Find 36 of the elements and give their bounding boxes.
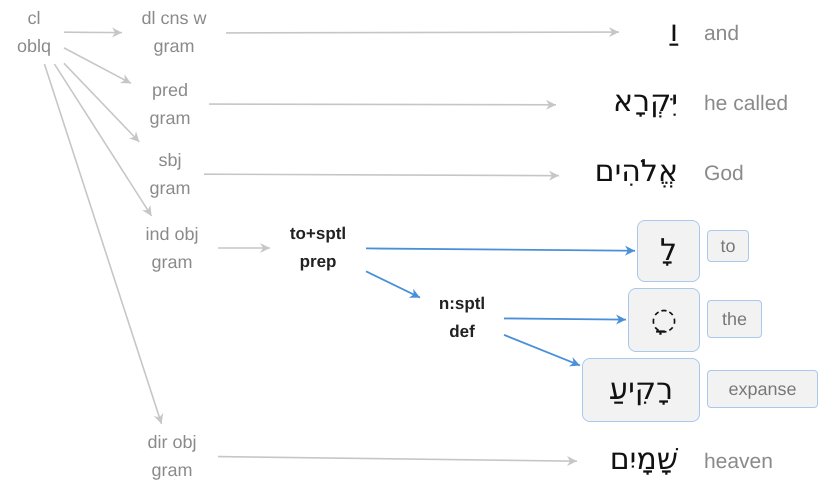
arrow [504, 314, 626, 325]
gloss-text: he called [704, 91, 788, 117]
arrow [366, 270, 420, 298]
arrow [366, 246, 635, 256]
gloss-box: expanse [707, 370, 818, 408]
arrow [218, 243, 270, 253]
arrow [63, 62, 140, 143]
grammar-label: cl oblq [16, 7, 52, 58]
grammar-label: sbj gram [148, 149, 192, 200]
grammar-label: dl cns w gram [140, 7, 208, 58]
gloss-box: the [707, 300, 762, 338]
hebrew-word-box: רָקִיעַ [582, 358, 700, 422]
hebrew-word: שָׁמָיִם [608, 441, 679, 479]
hebrew-word: יִּקְרָא [612, 83, 679, 121]
arrow [44, 64, 164, 424]
hebrew-word-box: לָ [637, 220, 700, 282]
gloss-text: and [704, 21, 740, 47]
hebrew-word: אֱלֹהִים [594, 153, 679, 191]
grammar-label: pred gram [148, 79, 192, 130]
grammar-label: ind obj gram [144, 223, 200, 274]
hebrew-word-box: ◌ָ [628, 288, 700, 352]
arrow [226, 27, 619, 38]
arrow [218, 456, 578, 466]
arrow [54, 64, 152, 216]
arrow [64, 28, 122, 38]
hebrew-word: וַ [668, 13, 680, 51]
gloss-text: God [704, 161, 744, 187]
arrow [204, 170, 559, 181]
gloss-text: heaven [704, 449, 773, 475]
phrase-label: to+sptl prep [288, 223, 348, 273]
grammar-label: dir obj gram [146, 431, 198, 482]
gloss-box: to [707, 230, 749, 262]
phrase-label: n:sptl def [438, 293, 486, 343]
arrow [209, 100, 556, 110]
arrow [504, 334, 580, 366]
arrow [64, 47, 132, 84]
